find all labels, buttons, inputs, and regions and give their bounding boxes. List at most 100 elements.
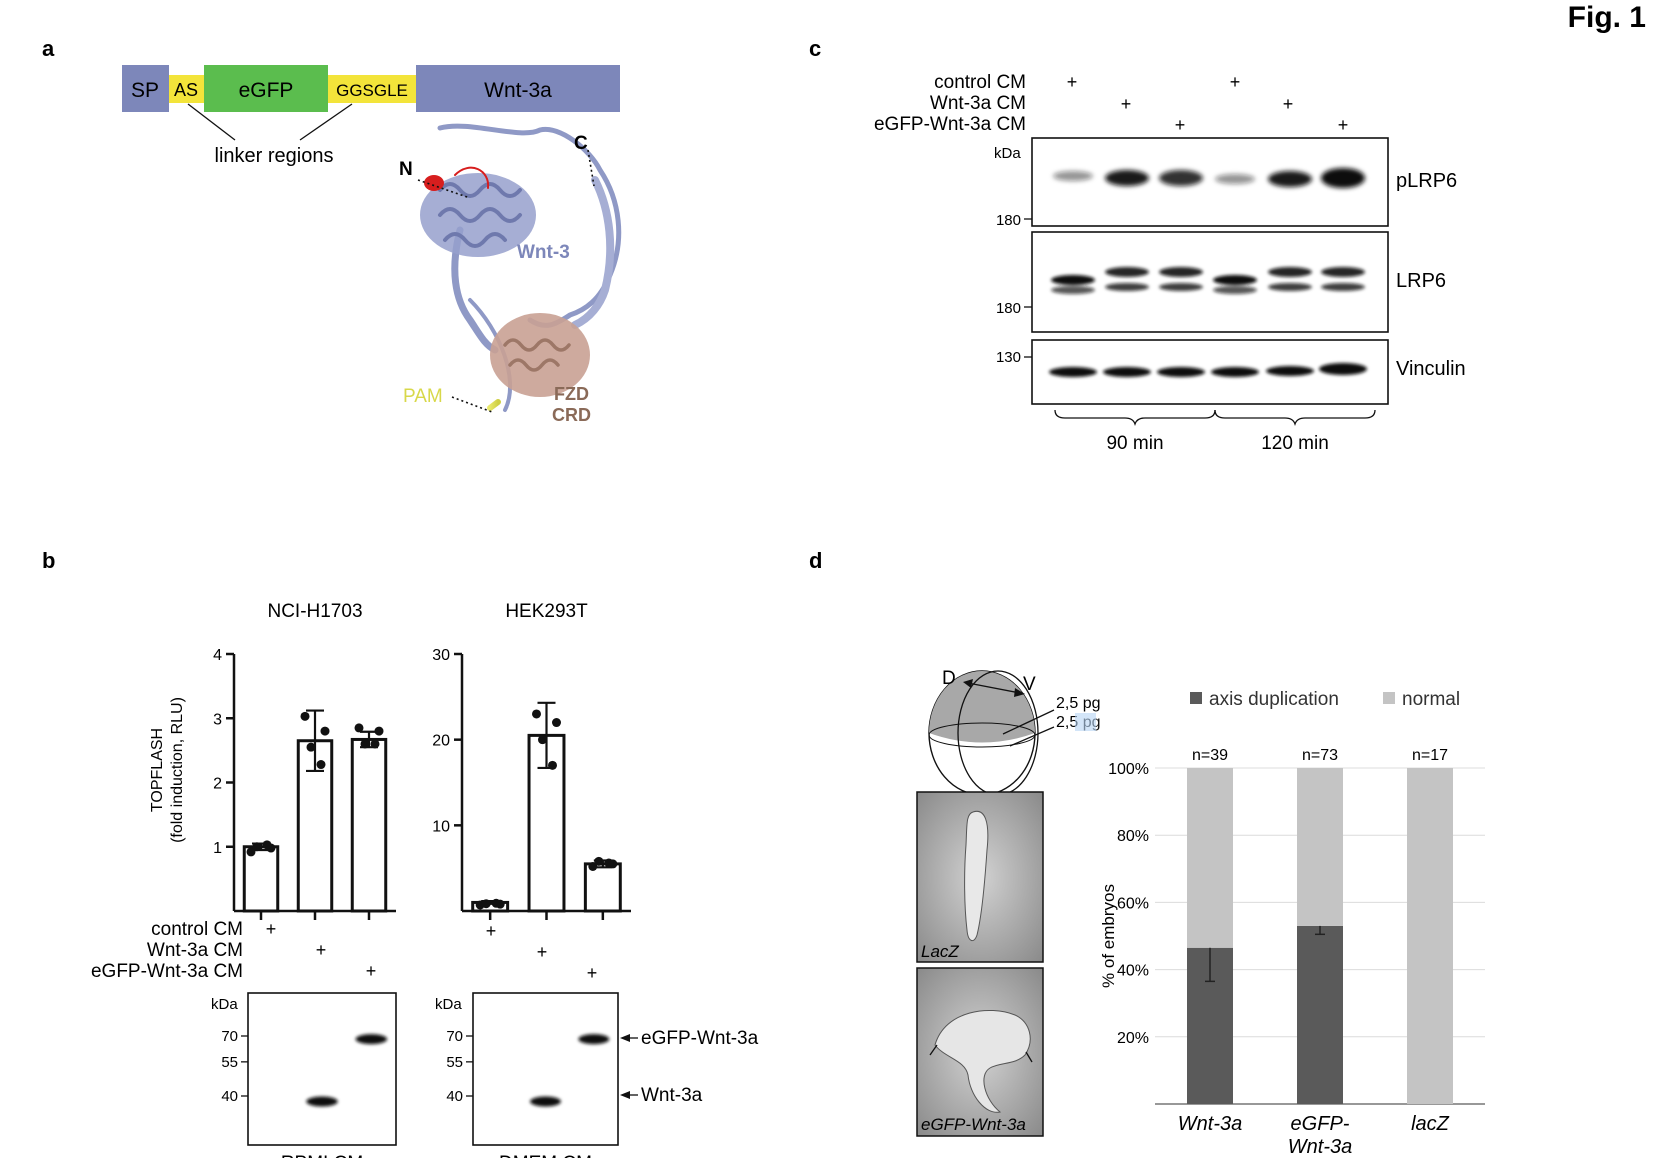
- panel-letter-d: d: [809, 548, 822, 573]
- c-plus-signs: + + + + + +: [1067, 72, 1349, 135]
- lrp6-band-6a: [1321, 267, 1365, 277]
- vinculin-band-4: [1211, 367, 1259, 377]
- construct-segment-linker: [328, 75, 416, 103]
- linker-pointer-right: [299, 103, 353, 141]
- hek293t-y-tick-label-0: 10: [432, 818, 450, 835]
- blot-rpmi-frame: [247, 992, 397, 1146]
- wnt-fzd-structure-illustration: [420, 123, 622, 412]
- vinculin-marker-label: 130: [996, 349, 1021, 366]
- plus-right-wnt: +: [537, 942, 548, 962]
- n-terminus-label: N: [399, 159, 413, 180]
- wnt-ribbon-thumb: [451, 226, 499, 354]
- y-axis-label-line-2: (fold induction, RLU): [169, 697, 186, 843]
- vinculin-band-1: [1049, 367, 1097, 377]
- blot-rpmi-marker-label-1: 55: [221, 1054, 238, 1071]
- photo-egfp-label: eGFP-Wnt-3a: [921, 1115, 1026, 1134]
- nci-h1703-data-point-1-2: [306, 742, 316, 752]
- lrp6-band-1a: [1051, 275, 1095, 285]
- lrp6-band-3b: [1159, 283, 1203, 291]
- blot-rpmi-marker-label-2: 40: [221, 1088, 238, 1105]
- hek293t-data-point-2-0: [588, 861, 598, 871]
- vinculin-band-3: [1157, 367, 1205, 377]
- blot-dmem-marker-label-2: 40: [446, 1088, 463, 1105]
- hek293t-bar-2: [583, 862, 622, 913]
- d-y-axis-label: % of embryos: [1099, 884, 1118, 988]
- hek293t-data-point-0-2: [481, 899, 491, 909]
- blot-dmem-marker-label-0: 70: [446, 1028, 463, 1045]
- embryo-photo-egfp-wnt3a: eGFP-Wnt-3a: [916, 967, 1044, 1137]
- panel-b: b TOPFLASH (fold induction, RLU) NCI-H17…: [42, 548, 759, 1158]
- plrp6-band-5: [1268, 171, 1312, 187]
- egfp-embryo-arrow-left: [929, 1044, 938, 1056]
- blot-rpmi-band-1: [355, 1034, 388, 1045]
- dv-arrowhead-v: [1014, 688, 1025, 697]
- hek293t-data-point-2-2: [594, 856, 604, 866]
- nci-h1703-chart-title: NCI-H1703: [267, 601, 362, 622]
- construct-label-as: AS: [174, 80, 198, 100]
- lrp6-band-2b: [1105, 283, 1149, 291]
- wnt-helices: [438, 182, 522, 248]
- plrp6-marker-label: 180: [996, 212, 1021, 229]
- plrp6-band-6: [1321, 168, 1365, 188]
- lrp6-marker-label: 180: [996, 300, 1021, 317]
- d-category-label-1-0: eGFP-: [1291, 1113, 1350, 1135]
- hek293t-chart-title: HEK293T: [505, 601, 588, 622]
- plus-left-control: +: [266, 919, 277, 939]
- vinculin-band-5: [1266, 366, 1314, 376]
- time-brace-90: [1054, 409, 1216, 427]
- panel-letter-b: b: [42, 548, 55, 573]
- blot-rpmi-band-0: [306, 1096, 338, 1107]
- lrp6-band-6b: [1321, 283, 1365, 291]
- lrp6-label: LRP6: [1396, 270, 1446, 292]
- construct-diagram: SP AS eGFP GGSGLE Wnt-3a: [122, 65, 620, 112]
- d-y-tick-label-2: 60%: [1117, 895, 1149, 912]
- c-plus-6: +: [1338, 115, 1349, 135]
- plrp6-band-4: [1215, 174, 1255, 184]
- linker-regions-label: linker regions: [215, 145, 334, 167]
- hek293t-data-point-1-2: [538, 735, 547, 745]
- lrp6-band-5a: [1268, 267, 1312, 277]
- panel-letter-a: a: [42, 36, 55, 61]
- wnt-ribbon-loop: [437, 123, 622, 328]
- nci-h1703-data-point-0-3: [262, 840, 272, 850]
- c-plus-1: +: [1067, 72, 1078, 92]
- construct-label-egfp: eGFP: [239, 79, 294, 102]
- d-bar-2-series-1: [1407, 768, 1453, 1104]
- lrp6-band-5b: [1268, 283, 1312, 291]
- c-condition-label-control-cm: control CM: [934, 72, 1026, 93]
- nci-h1703-data-point-1-1: [320, 726, 330, 736]
- blot-dmem-band-1: [578, 1034, 610, 1045]
- lrp6-band-2a: [1105, 267, 1149, 277]
- embryo-injection-schematic: D V 2,5 pg 2,5 pg: [928, 668, 1100, 796]
- western-blot-rpmi: 705540RPMI CM: [221, 992, 397, 1158]
- pam-label: PAM: [403, 386, 443, 407]
- d-legend-label-1: normal: [1402, 689, 1460, 710]
- c-plus-4: +: [1230, 72, 1241, 92]
- dorsal-label: D: [942, 668, 956, 689]
- hek293t-data-point-2-3: [604, 858, 614, 868]
- d-n-label-2: n=17: [1412, 747, 1448, 764]
- construct-label-wnt3a: Wnt-3a: [484, 79, 552, 102]
- nci-h1703-y-tick-label-0: 1: [213, 840, 222, 857]
- annotation-wnt3a: Wnt-3a: [641, 1085, 703, 1106]
- panel-c: c control CM Wnt-3a CM eGFP-Wnt-3a CM + …: [809, 36, 1466, 454]
- condition-plus-signs: + + + + + +: [266, 919, 598, 983]
- d-n-label-1: n=73: [1302, 747, 1338, 764]
- nci-h1703-data-point-0-0: [246, 847, 256, 857]
- blot-dmem-band-0: [530, 1096, 561, 1107]
- n-label-pointer: [417, 179, 471, 199]
- condition-label-wnt3a-cm: Wnt-3a CM: [147, 940, 243, 961]
- d-bar-1-series-1: [1297, 768, 1343, 926]
- d-category-label-2-0: lacZ: [1411, 1113, 1450, 1135]
- d-legend-swatch-0: [1190, 692, 1202, 704]
- blot-dmem-frame: [472, 992, 619, 1146]
- lrp6-band-4b: [1213, 286, 1257, 294]
- lrp6-bands: [1051, 267, 1365, 294]
- c-condition-label-egfp-wnt3a-cm: eGFP-Wnt-3a CM: [874, 114, 1026, 135]
- annotation-egfp-wnt3a: eGFP-Wnt-3a: [641, 1028, 759, 1049]
- fzd-crd-domain: [490, 313, 590, 397]
- blot-dmem-marker-label-1: 55: [446, 1054, 463, 1071]
- pam-marker: [487, 399, 501, 411]
- egfp-embryo-shape: [934, 1009, 1031, 1113]
